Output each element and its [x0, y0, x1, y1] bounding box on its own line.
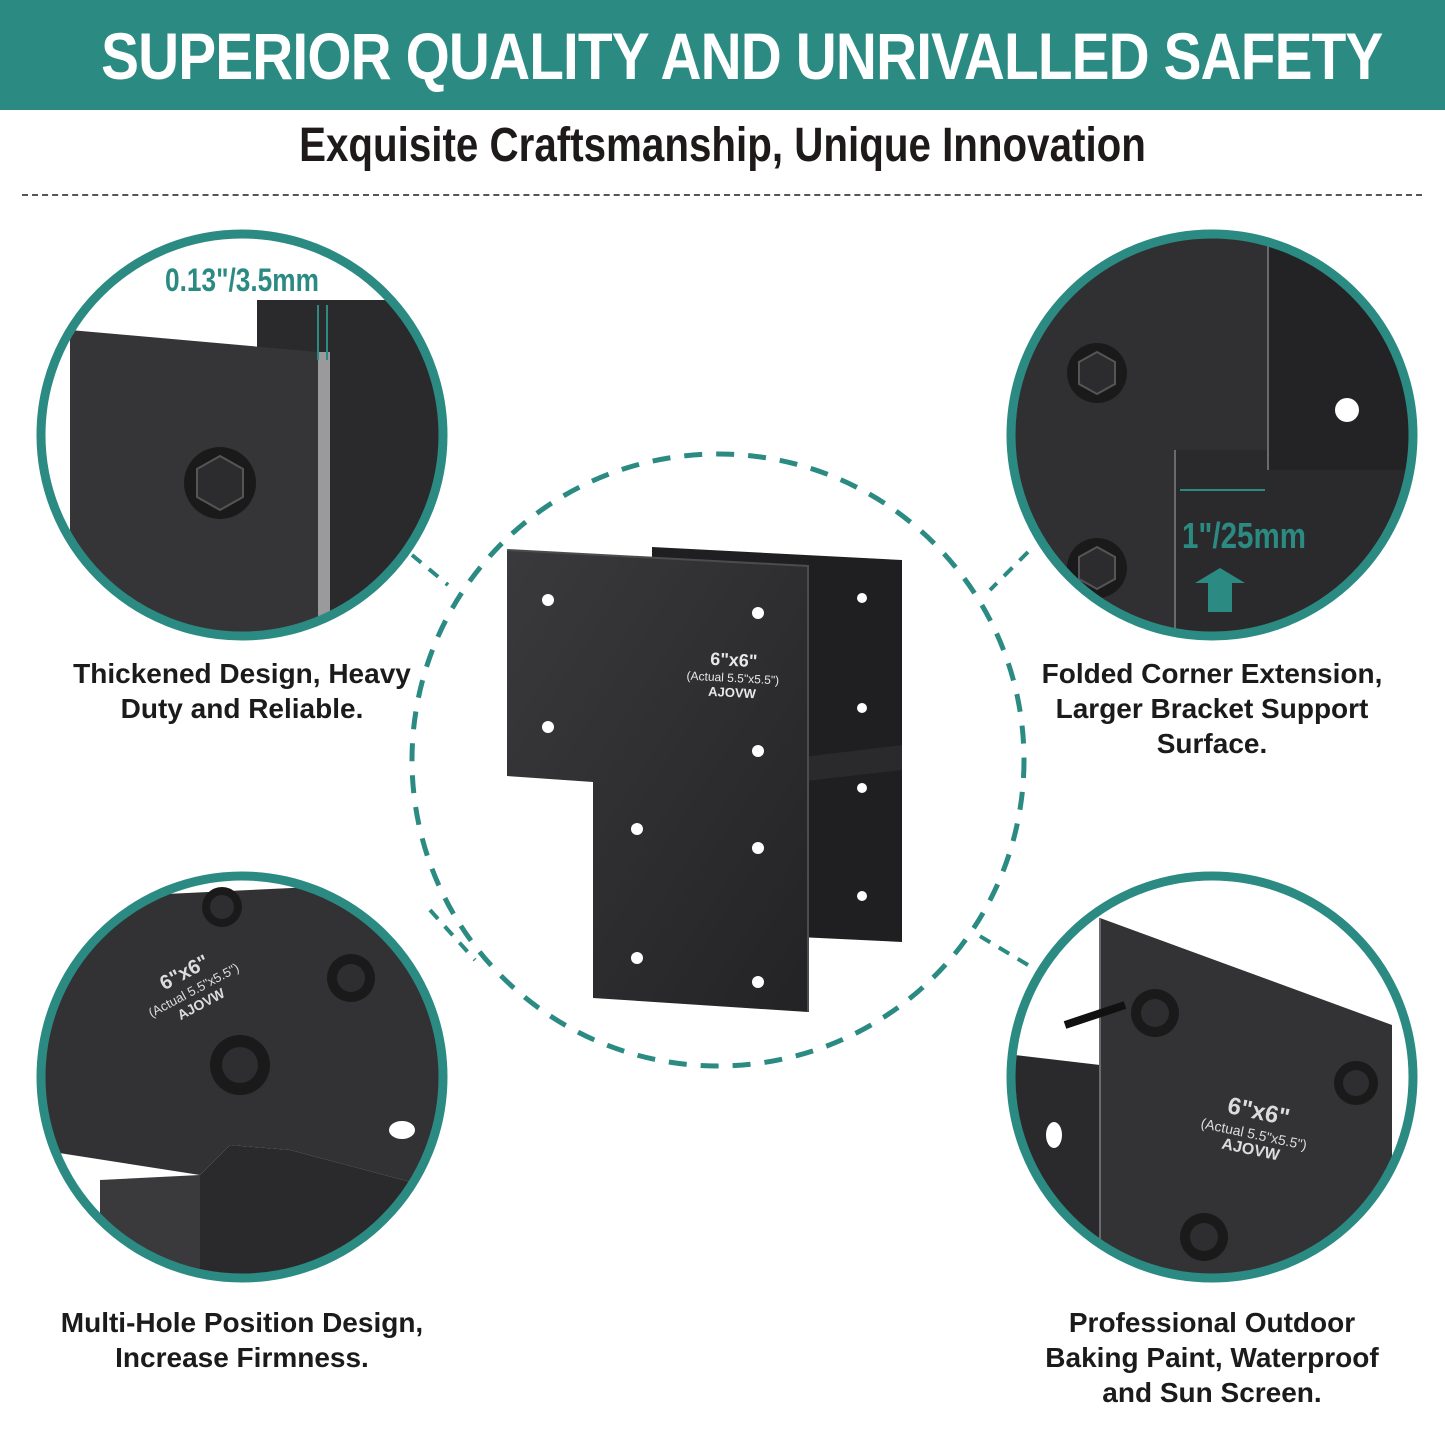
feature-circle-paint [1006, 871, 1418, 1283]
connector-line-bottom-left [428, 908, 477, 962]
dashed-divider [22, 194, 1422, 196]
header-banner: SUPERIOR QUALITY AND UNRIVALLED SAFETY [0, 0, 1445, 110]
feature-circle-corner [1006, 229, 1418, 641]
caption-paint: Professional Outdoor Baking Paint, Water… [1045, 1307, 1379, 1408]
banner-title: SUPERIOR QUALITY AND UNRIVALLED SAFETY [101, 19, 1383, 93]
hex-bolt-icon [202, 887, 242, 927]
bracket-label: 6"x6" (Actual 5.5"x5.5") AJOVW [672, 647, 794, 703]
hex-bolt-icon [210, 1035, 270, 1095]
hex-bolt-icon [1131, 989, 1179, 1037]
connector-line-bottom-right [976, 933, 1030, 967]
connector-line-top-right [988, 550, 1030, 592]
corner-measure: 1"/25mm [1182, 515, 1306, 556]
connector-line-top-left [410, 553, 450, 587]
hex-bolt-icon [1334, 1061, 1378, 1105]
hex-bolt-icon [1180, 1213, 1228, 1261]
thickness-measure: 0.13"/3.5mm [165, 262, 319, 298]
feature-circle-thickness [36, 229, 448, 641]
caption-holes: Multi-Hole Position Design, Increase Fir… [60, 1307, 424, 1373]
hex-bolt-icon [327, 954, 375, 1002]
screw-icon [1063, 1001, 1127, 1029]
hex-bolt-icon [184, 447, 256, 519]
center-dashed-circle [409, 451, 1027, 1069]
page-subtitle: Exquisite Craftsmanship, Unique Innovati… [299, 119, 1146, 172]
arrow-up-icon [1195, 568, 1245, 612]
caption-corner: Folded Corner Extension, Larger Bracket … [1041, 658, 1383, 759]
center-bracket-image [506, 547, 902, 1012]
caption-thickness: Thickened Design, Heavy Duty and Reliabl… [73, 658, 411, 724]
feature-circle-holes [36, 871, 448, 1283]
hex-bolt-icon [1067, 343, 1127, 403]
